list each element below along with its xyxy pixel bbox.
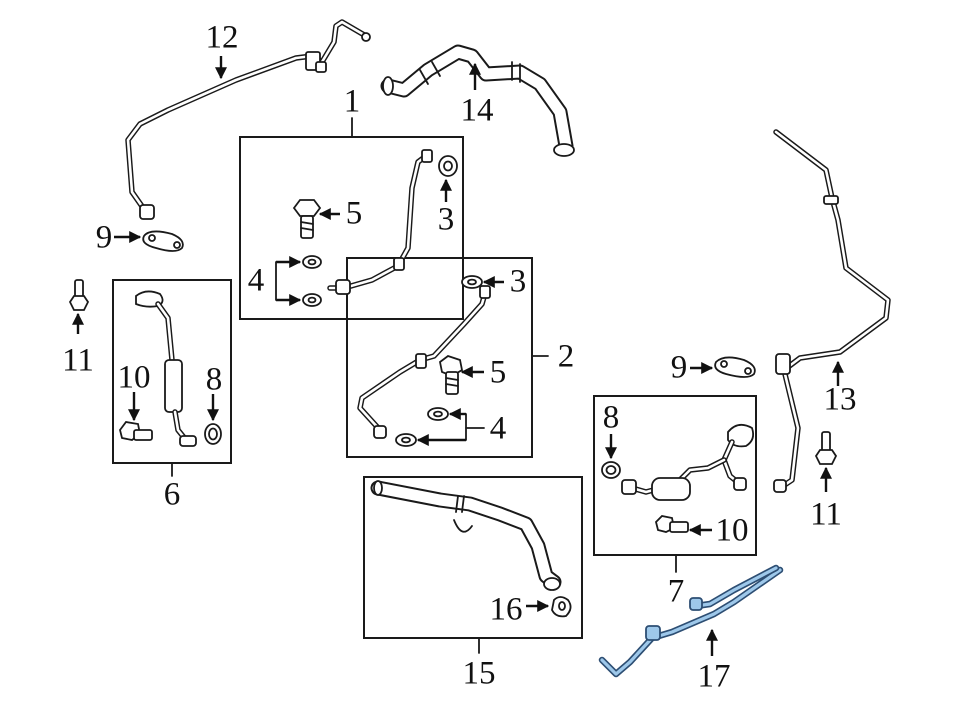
part-5-bolt-b [439,354,464,395]
callout-11-a: 11 [62,342,94,379]
part-17-tube-highlighted [598,564,784,678]
callout-15: 15 [462,655,496,692]
part-3-washer-b [461,275,483,289]
callout-10-a: 10 [117,359,151,396]
part-4-washers-b [395,407,449,447]
callout-11-b: 11 [810,496,842,533]
callout-3-a: 3 [437,201,455,238]
callout-13: 13 [823,381,857,418]
callout-1: 1 [343,83,361,120]
callout-12: 12 [205,19,239,56]
part-16-clamp [551,596,572,618]
callout-10-b: 10 [715,512,749,549]
callout-4-b: 4 [489,410,507,447]
group-box-2 [346,257,533,458]
part-13-coolant-tube [773,129,891,493]
arrows [72,56,844,656]
part-8-oring-left [204,423,222,445]
part-9-gasket-right [714,356,756,378]
part-9-gasket-left [142,230,184,252]
part-3-washer-a [438,155,458,177]
callout-16: 16 [489,591,523,628]
part-1-oil-return-line [327,149,433,295]
callout-3-b: 3 [509,263,527,300]
callout-9-a: 9 [95,219,113,256]
callout-8-b: 8 [602,399,620,436]
callout-4-a: 4 [247,262,265,299]
group-box-15 [363,476,583,639]
callout-2: 2 [557,338,575,375]
part-11-bolt-right [814,431,838,465]
part-11-bolt-left [68,279,90,311]
part-10-bolt-left [119,421,153,441]
callout-9-b: 9 [670,349,688,386]
callout-8-a: 8 [205,361,223,398]
callout-5-b: 5 [489,354,507,391]
callout-5-a: 5 [345,195,363,232]
group-box-7 [593,395,757,556]
part-2-oil-return-line [357,285,491,439]
part-12-oil-feed-line [125,19,371,220]
callout-17: 17 [697,658,731,695]
part-10-bolt-right [655,515,689,533]
part-6-oil-line [135,290,197,447]
callout-6: 6 [163,476,181,513]
callout-14: 14 [460,92,494,129]
part-4-washers-a [302,255,322,307]
part-8-oring-right [601,461,621,479]
part-7-oil-line [621,423,755,501]
part-5-bolt-a [292,199,322,239]
part-15-coolant-pipe [370,480,562,591]
callout-7: 7 [667,573,685,610]
